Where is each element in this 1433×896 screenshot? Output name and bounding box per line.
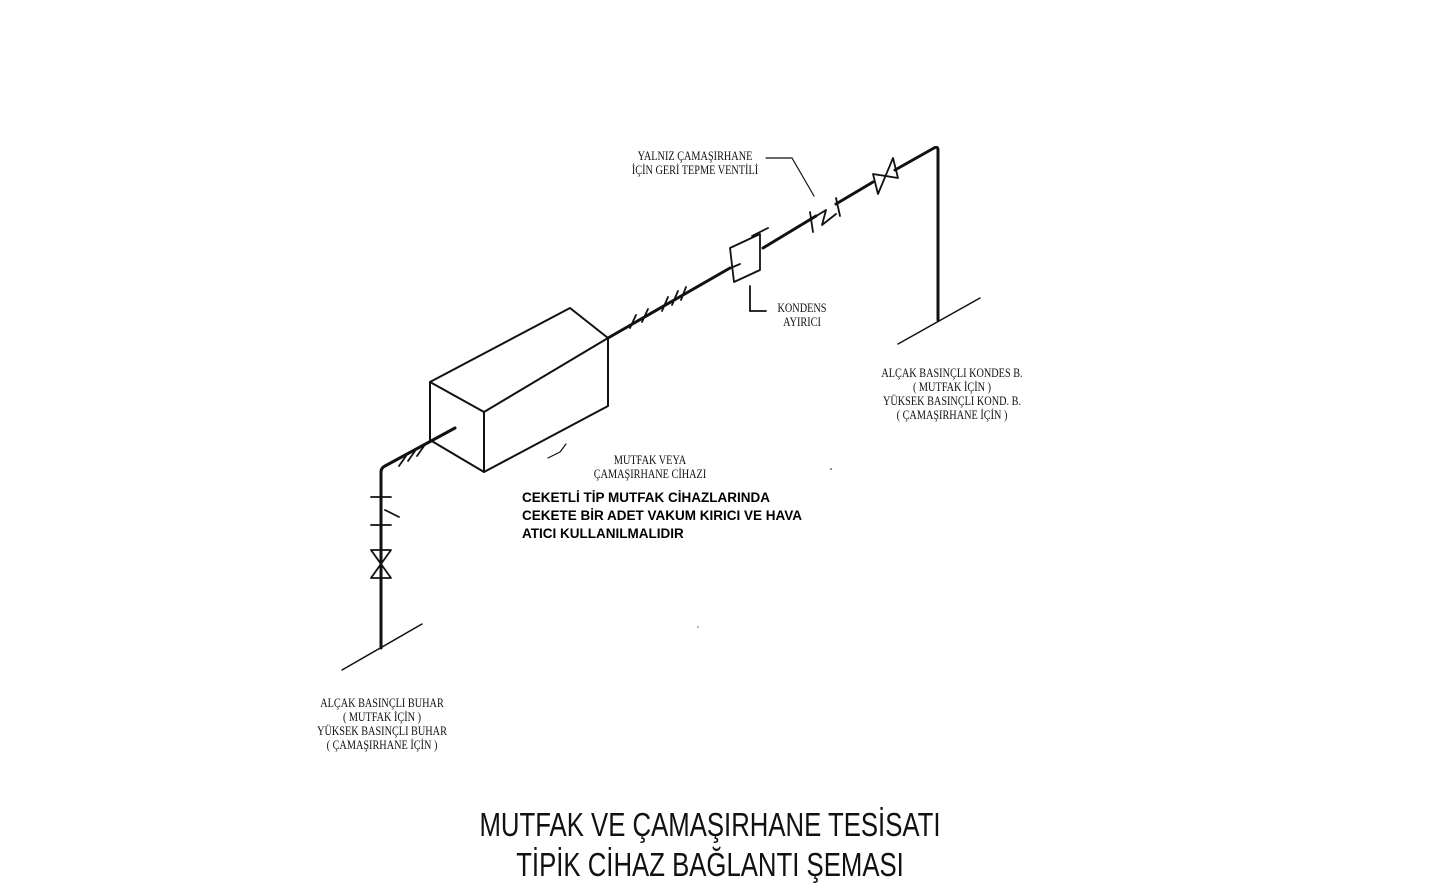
check-valve-label: YALNIZ ÇAMAŞIRHANE İÇİN GERİ TEPME VENTİ…: [597, 149, 794, 177]
leader-lines: [547, 157, 815, 459]
note-line: CEKETLİ TİP MUTFAK CİHAZLARINDA: [522, 490, 770, 505]
condensate-pipe: [606, 145, 981, 345]
label-line: AYIRICI: [783, 315, 821, 329]
gate-valve-icon: [370, 549, 392, 579]
label-line: ( MUTFAK İÇİN ): [342, 710, 422, 724]
appliance-label: MUTFAK VEYA ÇAMAŞIRHANE CİHAZI: [568, 453, 732, 481]
note-line: ATICI KULLANILMALIDIR: [522, 526, 684, 541]
label-line: ÇAMAŞIRHANE CİHAZI: [593, 467, 707, 481]
steam-supply-pipe: [341, 426, 457, 671]
label-line: ALÇAK BASINÇLI KONDES B.: [881, 366, 1023, 380]
label-line: ( ÇAMAŞIRHANE İÇİN ): [326, 738, 438, 752]
marks-dots: [697, 468, 832, 628]
separator-label: KONDENS AYIRICI: [761, 301, 843, 329]
condensate-separator-icon: [725, 227, 769, 312]
label-line: KONDENS: [777, 301, 827, 315]
note-line: CEKETE BİR ADET VAKUM KIRICI VE HAVA: [522, 508, 803, 523]
label-line: İÇİN GERİ TEPME VENTİLİ: [631, 163, 759, 177]
label-line: MUTFAK VEYA: [613, 453, 687, 467]
label-line: YÜKSEK BASINÇLI BUHAR: [317, 724, 447, 738]
diagram-title: MUTFAK VE ÇAMAŞIRHANE TESİSATI: [479, 806, 941, 843]
inlet-union-icon: [398, 445, 425, 467]
condensate-valve-icon: [872, 157, 899, 195]
label-line: YALNIZ ÇAMAŞIRHANE: [637, 149, 753, 163]
label-line: ALÇAK BASINÇLI BUHAR: [320, 696, 444, 710]
jacket-note: CEKETLİ TİP MUTFAK CİHAZLARINDA CEKETE B…: [522, 489, 802, 543]
diagram-subtitle: TİPİK CİHAZ BAĞLANTI ŞEMASI: [516, 846, 904, 883]
check-valve-icon: [809, 197, 841, 233]
condensate-label: ALÇAK BASINÇLI KONDES B. ( MUTFAK İÇİN )…: [854, 366, 1051, 422]
appliance-box: [429, 307, 609, 473]
union-fitting-icon: [370, 496, 400, 526]
label-line: YÜKSEK BASINÇLI KOND. B.: [882, 394, 1022, 408]
label-line: ( ÇAMAŞIRHANE İÇİN ): [896, 408, 1008, 422]
label-line: ( MUTFAK İÇİN ): [912, 380, 992, 394]
outlet-union-icon: [629, 286, 687, 329]
steam-label: ALÇAK BASINÇLI BUHAR ( MUTFAK İÇİN ) YÜK…: [284, 696, 481, 752]
